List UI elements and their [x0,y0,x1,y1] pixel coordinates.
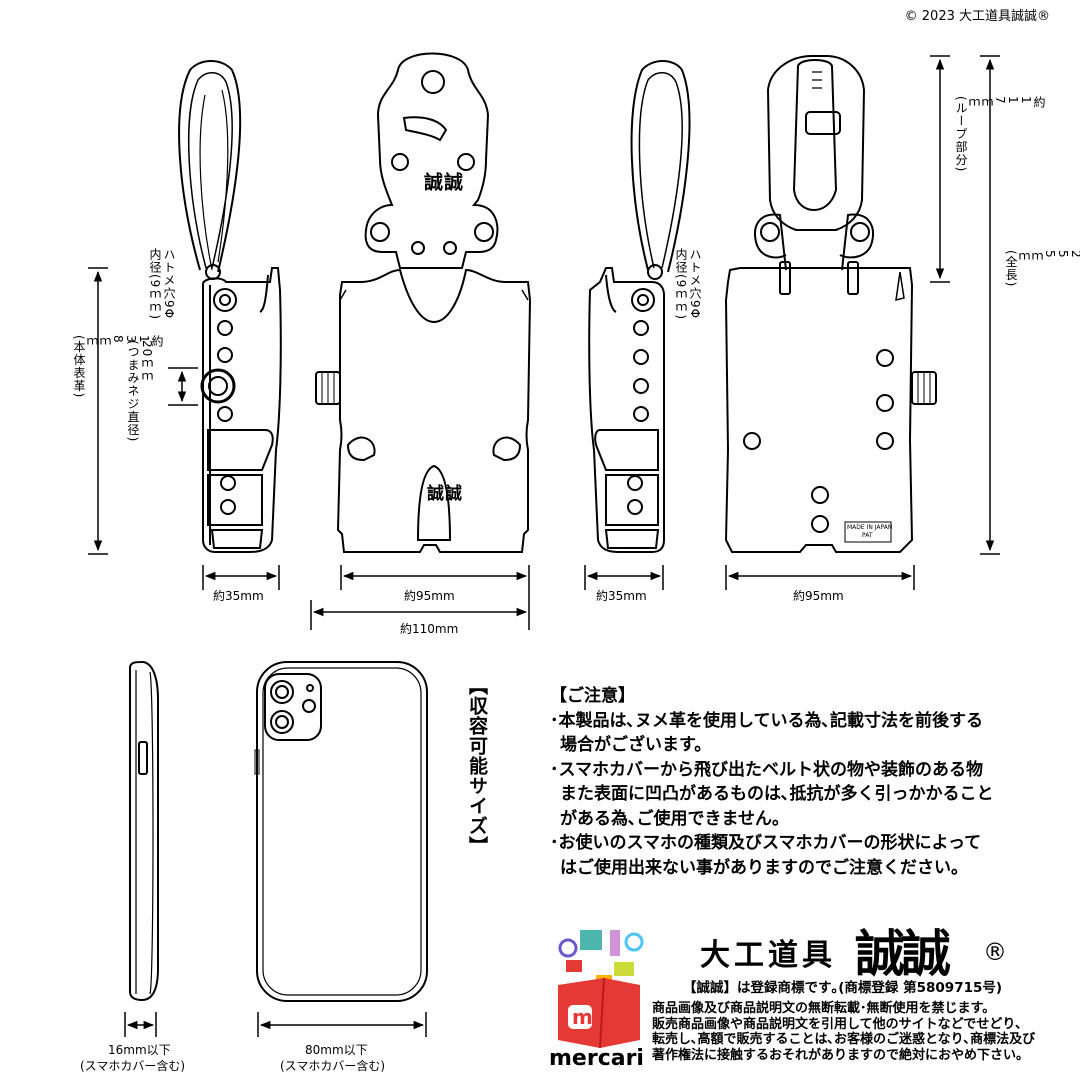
notes-line: はご使用出来ない事がありますのでご注意ください。 [560,857,968,878]
mercari-wordmark: mercari [549,1046,644,1071]
notes-line: 場合がございます。 [560,735,712,755]
mercari-box-letter: m [572,1005,593,1029]
phone-side-view [129,660,159,1002]
notes-line: ･お使いのスマホの種類及びスマホカバーの形状によって [550,833,982,853]
dim-loop: 約 1 1 7 ｍ ｍ (ループ部分) [954,96,1046,173]
dim-knob: 20ｍｍ (つまみネジ直径) [126,340,154,443]
dim-total: 約 2 5 5 ｍ ｍ (全長) [1004,250,1080,288]
dimension-lines [88,55,1000,1037]
dim-width-side-right: 約35mm [596,589,647,603]
legal-notice: 商品画像及び商品説明文の無断転載･無断使用を禁じます。 販売商品画像や商品説明文… [652,1001,1035,1063]
notes-line: がある為､ご使用できません。 [560,808,789,829]
phone-width-label: 80mm以下 [305,1043,368,1057]
phone-width-note: (スマホカバー含む) [280,1059,386,1073]
made-in-japan-stamp: MADE IN JAPAN [847,524,893,531]
notes-line: ･本製品は､ヌメ革を使用している為､記載寸法を前後する [550,710,983,731]
front-body-logo: 誠 誠 [423,484,461,502]
front-view [315,52,532,553]
legal-line: 商品画像及び商品説明文の無断転載･無断使用を禁じます。 [652,1001,996,1016]
legal-line: 転売し､高額で販売することは､お客様のご迷惑となり､商標法及び [652,1032,1036,1047]
notes-line: ･スマホカバーから飛び出たベルト状の物や装飾のある物 [550,759,983,780]
legal-line: 著作権法に接触するおそれがありますので絶対におやめ下さい。 [652,1047,1030,1063]
brand-logo: 誠誠 [855,924,951,983]
back-view [724,55,937,553]
dim-width-front: 約95mm [404,589,455,603]
phone-thickness-note: (スマホカバー含む) [80,1059,186,1073]
legal-line: 販売商品画像や商品説明文を引用して他のサイトなどでせどり､ [652,1016,1022,1032]
front-flap-logo: 誠 誠 [421,172,463,192]
notes-line: また表面に凹凸があるものは､抵抗が多く引っかかること [560,784,994,804]
notes-heading: 【ご注意】 [550,686,635,706]
side-view-left [178,60,282,553]
dim-body-height: 約 1 3 8 ｍ ｍ (本体表革) [72,335,164,399]
registered-mark: ® [983,938,1007,966]
trademark-notice: 【誠誠】は登録商標です｡(商標登録 第5809715号) [683,980,1003,996]
capacity-title: 【収容可能サイズ】 [466,676,488,856]
copyright-notice: © 2023 大工道具誠誠® [904,9,1050,24]
dim-width-back: 約95mm [793,589,844,603]
side-view-right [588,60,691,553]
dim-width-overall: 約110mm [400,622,459,636]
dim-eyelet-right: ハトメ穴9Φ 内径(9ｍｍ) [674,248,702,320]
notes-section: 【ご注意】 ･本製品は､ヌメ革を使用している為､記載寸法を前後する 場合がござい… [550,684,1050,880]
brand-name: 大工道具 [700,938,836,973]
phone-thickness-label: 16mm以下 [108,1043,171,1057]
dim-width-side-left: 約35mm [213,589,264,603]
phone-back-view [254,661,428,1002]
pat-stamp: PAT [862,532,873,539]
mercari-box-icon [558,930,644,1049]
dim-eyelet-left: ハトメ穴9Φ 内径(9ｍｍ) [148,248,176,320]
